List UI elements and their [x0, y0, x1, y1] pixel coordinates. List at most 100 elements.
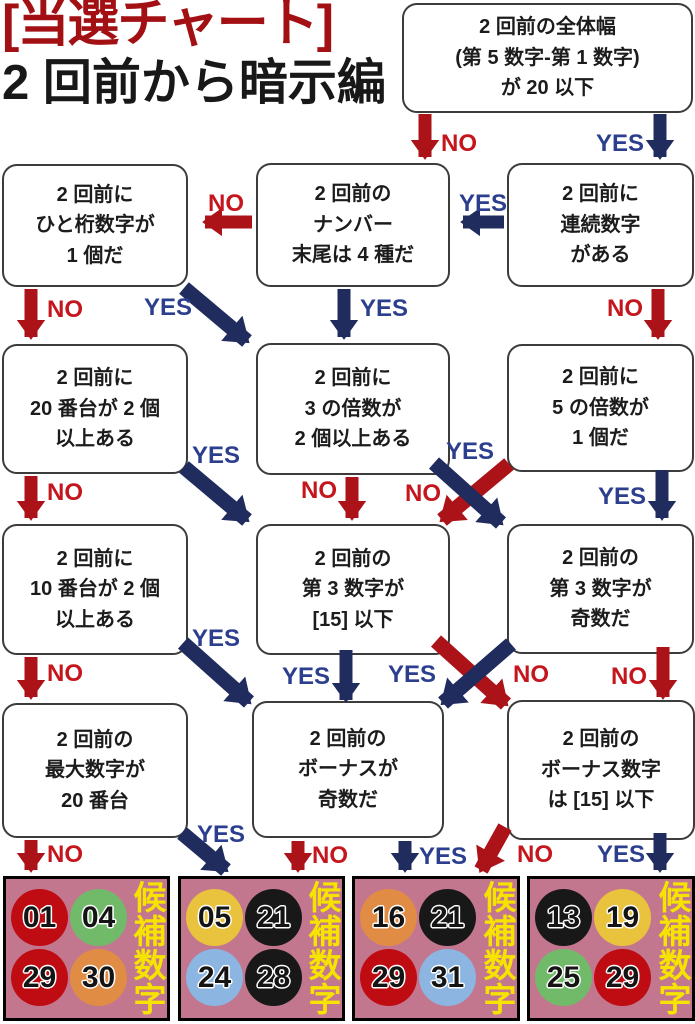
node-text: 5 の倍数が — [552, 396, 649, 419]
result-label: 候補数字 — [654, 880, 691, 1016]
page-title: [当選チャート] — [2, 0, 334, 53]
arrow-label-no: NO — [47, 296, 83, 323]
candidate-number-30: 30 — [70, 949, 127, 1006]
candidate-number-19: 19 — [594, 889, 651, 946]
candidate-number-21: 21 — [245, 889, 302, 946]
arrow-label-no: NO — [47, 479, 83, 506]
node-text: 以上ある — [55, 608, 135, 631]
node-bonus-odd: 2 回前の ボーナスが 奇数だ — [252, 701, 444, 838]
arrow-label-no: NO — [405, 480, 441, 507]
arrow-label-yes: YES — [446, 438, 494, 465]
node-last4: 2 回前の ナンバー 末尾は 4 種だ — [256, 163, 450, 287]
candidate-number-16: 16 — [360, 889, 417, 946]
arrow-label-no: NO — [47, 841, 83, 868]
candidate-number-29: 29 — [11, 949, 68, 1006]
arrow-label-yes: YES — [282, 663, 330, 690]
node-text: 連続数字 — [560, 213, 641, 236]
candidate-number-29: 29 — [360, 949, 417, 1006]
arrow-label-no: NO — [517, 841, 553, 868]
node-text: 2 個以上ある — [294, 428, 412, 451]
arrow-yes — [177, 827, 231, 876]
node-text: 2 回前の — [309, 727, 387, 750]
arrow-label-yes: YES — [192, 625, 240, 652]
node-text: 2 回前の — [314, 547, 392, 570]
arrow-label-no: NO — [611, 663, 647, 690]
node-text: ひと桁数字が — [35, 214, 155, 237]
node-text: 2 回前に — [56, 367, 134, 390]
node-text: ボーナス数字 — [541, 758, 661, 781]
node-text: 1 個だ — [66, 244, 124, 267]
node-text: 2 回前の — [56, 728, 134, 751]
node-text: 最大数字が — [45, 759, 145, 782]
node-text: ナンバー — [313, 213, 393, 236]
node-text: 2 回前に — [562, 366, 639, 389]
arrow-label-no: NO — [301, 477, 337, 504]
arrow-yes — [179, 282, 252, 347]
node-mult5: 2 回前に 5 の倍数が 1 個だ — [507, 344, 694, 472]
result-label: 候補数字 — [129, 880, 166, 1016]
node-text: 2 回前に — [314, 367, 392, 390]
node-text: 1 個だ — [572, 427, 629, 450]
candidate-number-05: 05 — [186, 889, 243, 946]
candidate-number-01: 01 — [11, 889, 68, 946]
result-label: 候補数字 — [479, 880, 516, 1016]
node-text: 2 回前に — [56, 183, 134, 206]
node-max20: 2 回前の 最大数字が 20 番台 — [2, 703, 188, 838]
candidate-number-28: 28 — [245, 949, 302, 1006]
arrow-label-yes: YES — [197, 821, 245, 848]
node-text: 2 回前の — [562, 728, 640, 751]
node-text: 20 番台が 2 個 — [29, 397, 161, 420]
node-bonus15: 2 回前の ボーナス数字 は [15] 以下 — [507, 700, 695, 840]
node-text: 以上ある — [55, 428, 135, 451]
node-text: 2 回前に — [56, 547, 134, 570]
arrow-label-yes: YES — [192, 442, 240, 469]
arrow-label-yes: YES — [598, 483, 646, 510]
node-text: 2 回前に — [562, 183, 639, 206]
node-text: [15] 以下 — [312, 608, 394, 631]
candidate-number-04: 04 — [70, 889, 127, 946]
node-text: (第 5 数字-第 1 数字) — [455, 46, 640, 69]
candidate-number-29: 29 — [594, 949, 651, 1006]
candidate-number-31: 31 — [419, 949, 476, 1006]
node-text: 第 3 数字が — [549, 577, 652, 600]
arrow-yes — [179, 461, 252, 526]
node-third-odd: 2 回前の 第 3 数字が 奇数だ — [507, 524, 694, 654]
node-single-digit: 2 回前に ひと桁数字が 1 個だ — [2, 164, 188, 287]
candidate-number-24: 24 — [186, 949, 243, 1006]
page-subtitle: 2 回前から暗示編 — [2, 56, 386, 110]
node-text: がある — [570, 244, 631, 267]
arrow-label-yes: YES — [419, 843, 467, 870]
node-text: 20 番台 — [61, 789, 129, 812]
arrow-yes — [438, 638, 516, 709]
arrow-label-no: NO — [47, 660, 83, 687]
arrow-label-yes: YES — [596, 130, 644, 157]
arrow-label-no: NO — [513, 661, 549, 688]
node-text: 第 3 数字が — [301, 578, 405, 601]
arrow-label-no: NO — [607, 295, 643, 322]
arrow-label-yes: YES — [388, 661, 436, 688]
node-twenties: 2 回前に 20 番台が 2 個 以上ある — [2, 344, 188, 474]
node-text: が 20 以下 — [500, 77, 595, 100]
node-text: 末尾は 4 種だ — [291, 244, 415, 267]
node-text: ボーナスが — [298, 758, 398, 781]
candidate-number-25: 25 — [535, 949, 592, 1006]
node-consecutive: 2 回前に 連続数字 がある — [507, 163, 694, 287]
node-third15: 2 回前の 第 3 数字が [15] 以下 — [256, 524, 450, 655]
node-mult3: 2 回前に 3 の倍数が 2 個以上ある — [256, 343, 450, 475]
arrow-no — [437, 458, 514, 526]
node-text: 2 回前の全体幅 — [479, 16, 616, 39]
candidate-number-13: 13 — [535, 889, 592, 946]
node-start: 2 回前の全体幅 (第 5 数字-第 1 数字) が 20 以下 — [402, 3, 693, 113]
result-label: 候補数字 — [304, 880, 341, 1016]
node-text: 奇数だ — [570, 608, 631, 631]
